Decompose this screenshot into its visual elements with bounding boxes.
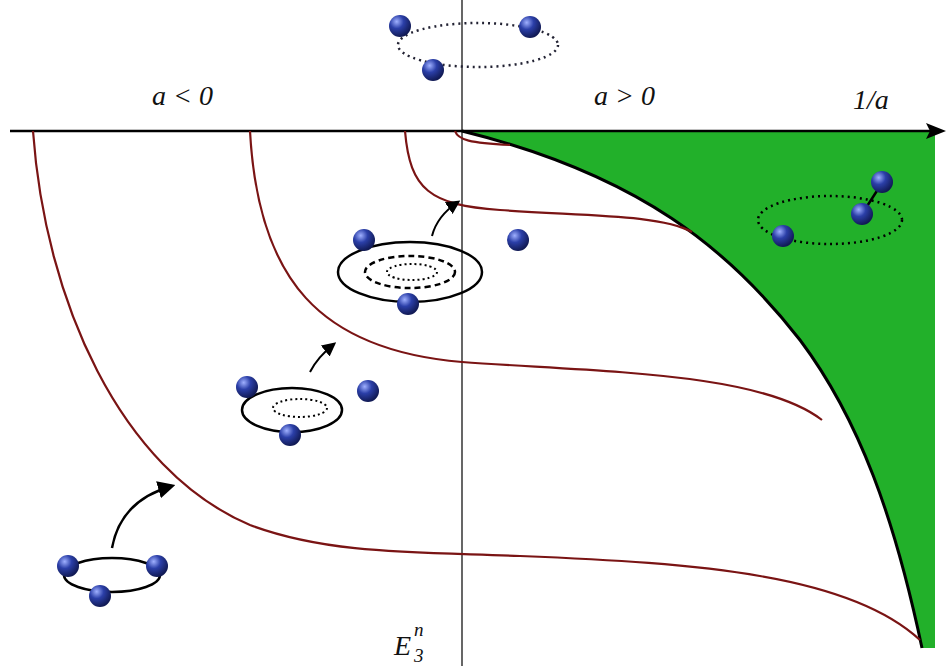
trimer-top	[389, 15, 558, 81]
horizontal-axis	[10, 130, 935, 133]
threshold-curve	[462, 131, 922, 648]
axis-label: 1/a	[853, 86, 889, 114]
energy-subscript: 3	[414, 646, 424, 665]
continuum-region	[462, 131, 935, 648]
trimer-ground	[57, 486, 172, 607]
axis-arrowhead	[926, 123, 946, 139]
trimer-curves	[33, 131, 920, 640]
vertical-axis	[461, 0, 462, 666]
trimer-excited-2	[338, 202, 529, 315]
energy-superscript: n	[414, 620, 424, 639]
trimer-excited-1	[236, 344, 379, 446]
atom-dimer	[758, 171, 902, 247]
region-label: a > 0	[594, 82, 655, 110]
region-label: a < 0	[152, 82, 213, 110]
energy-symbol: E	[394, 632, 411, 660]
